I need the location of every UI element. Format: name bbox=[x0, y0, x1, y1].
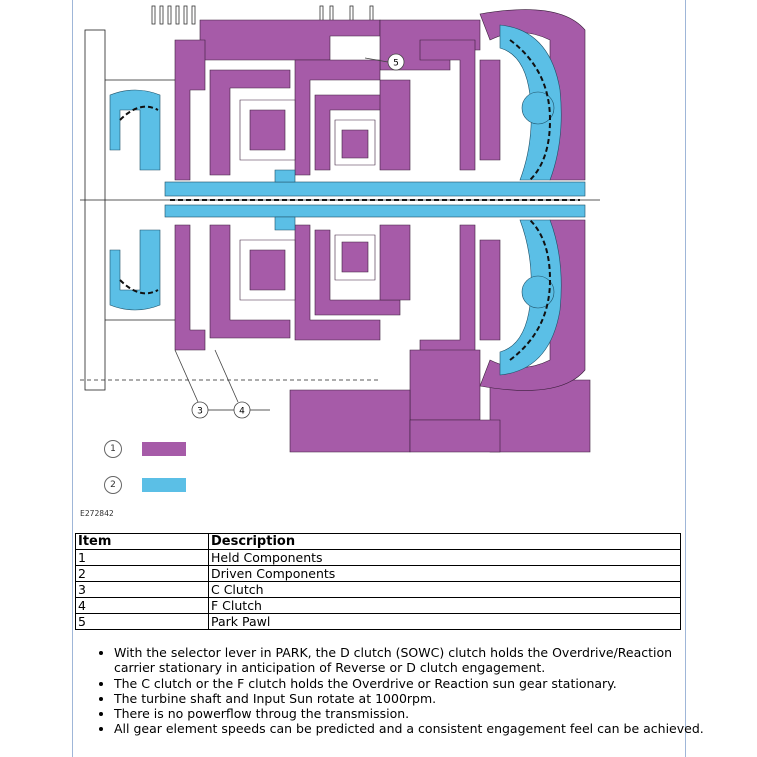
header-item: Item bbox=[75, 533, 209, 550]
page-frame bbox=[72, 0, 686, 757]
header-description: Description bbox=[208, 533, 681, 550]
list-item: With the selector lever in PARK, the D c… bbox=[114, 645, 704, 676]
svg-text:3: 3 bbox=[197, 407, 203, 417]
list-item: There is no powerflow throug the transmi… bbox=[114, 706, 704, 721]
cell-item: 1 bbox=[75, 549, 209, 566]
table-row: 2 Driven Components bbox=[75, 565, 681, 582]
table-row: 1 Held Components bbox=[75, 549, 681, 566]
housing-outline bbox=[80, 29, 600, 411]
list-item: The turbine shaft and Input Sun rotate a… bbox=[114, 691, 704, 706]
list-item: All gear element speeds can be predicted… bbox=[114, 721, 704, 736]
legend-number-1: 1 bbox=[104, 440, 122, 458]
cell-item: 3 bbox=[75, 581, 209, 598]
legend-number-2: 2 bbox=[104, 476, 122, 494]
cell-description: Park Pawl bbox=[208, 613, 681, 630]
table-row: 4 F Clutch bbox=[75, 597, 681, 614]
cell-item: 4 bbox=[75, 597, 209, 614]
list-item: The C clutch or the F clutch holds the O… bbox=[114, 676, 704, 691]
held-components-lower bbox=[174, 224, 591, 453]
notes-list: With the selector lever in PARK, the D c… bbox=[92, 645, 704, 737]
table-row: 5 Park Pawl bbox=[75, 613, 681, 630]
callout-3: 3 bbox=[174, 349, 209, 419]
legend-held: 1 bbox=[104, 440, 186, 458]
cell-item: 2 bbox=[75, 565, 209, 582]
table-header-row: Item Description bbox=[75, 533, 681, 550]
cell-item: 5 bbox=[75, 613, 209, 630]
cell-description: C Clutch bbox=[208, 581, 681, 598]
held-components-upper bbox=[174, 19, 501, 181]
transmission-cutaway-diagram: 5 3 4 bbox=[80, 5, 600, 453]
cell-description: F Clutch bbox=[208, 597, 681, 614]
legend-swatch-driven bbox=[142, 478, 186, 492]
item-table: Item Description 1 Held Components 2 Dri… bbox=[75, 533, 681, 630]
svg-text:5: 5 bbox=[393, 59, 399, 69]
cell-description: Driven Components bbox=[208, 565, 681, 582]
table-row: 3 C Clutch bbox=[75, 581, 681, 598]
figure-id: E272842 bbox=[80, 509, 114, 518]
legend-driven: 2 bbox=[104, 476, 186, 494]
legend-swatch-held bbox=[142, 442, 186, 456]
svg-text:4: 4 bbox=[239, 407, 245, 417]
callout-4: 4 bbox=[214, 349, 251, 419]
callout-5: 5 bbox=[364, 53, 405, 71]
driven-components bbox=[109, 24, 586, 376]
cell-description: Held Components bbox=[208, 549, 681, 566]
